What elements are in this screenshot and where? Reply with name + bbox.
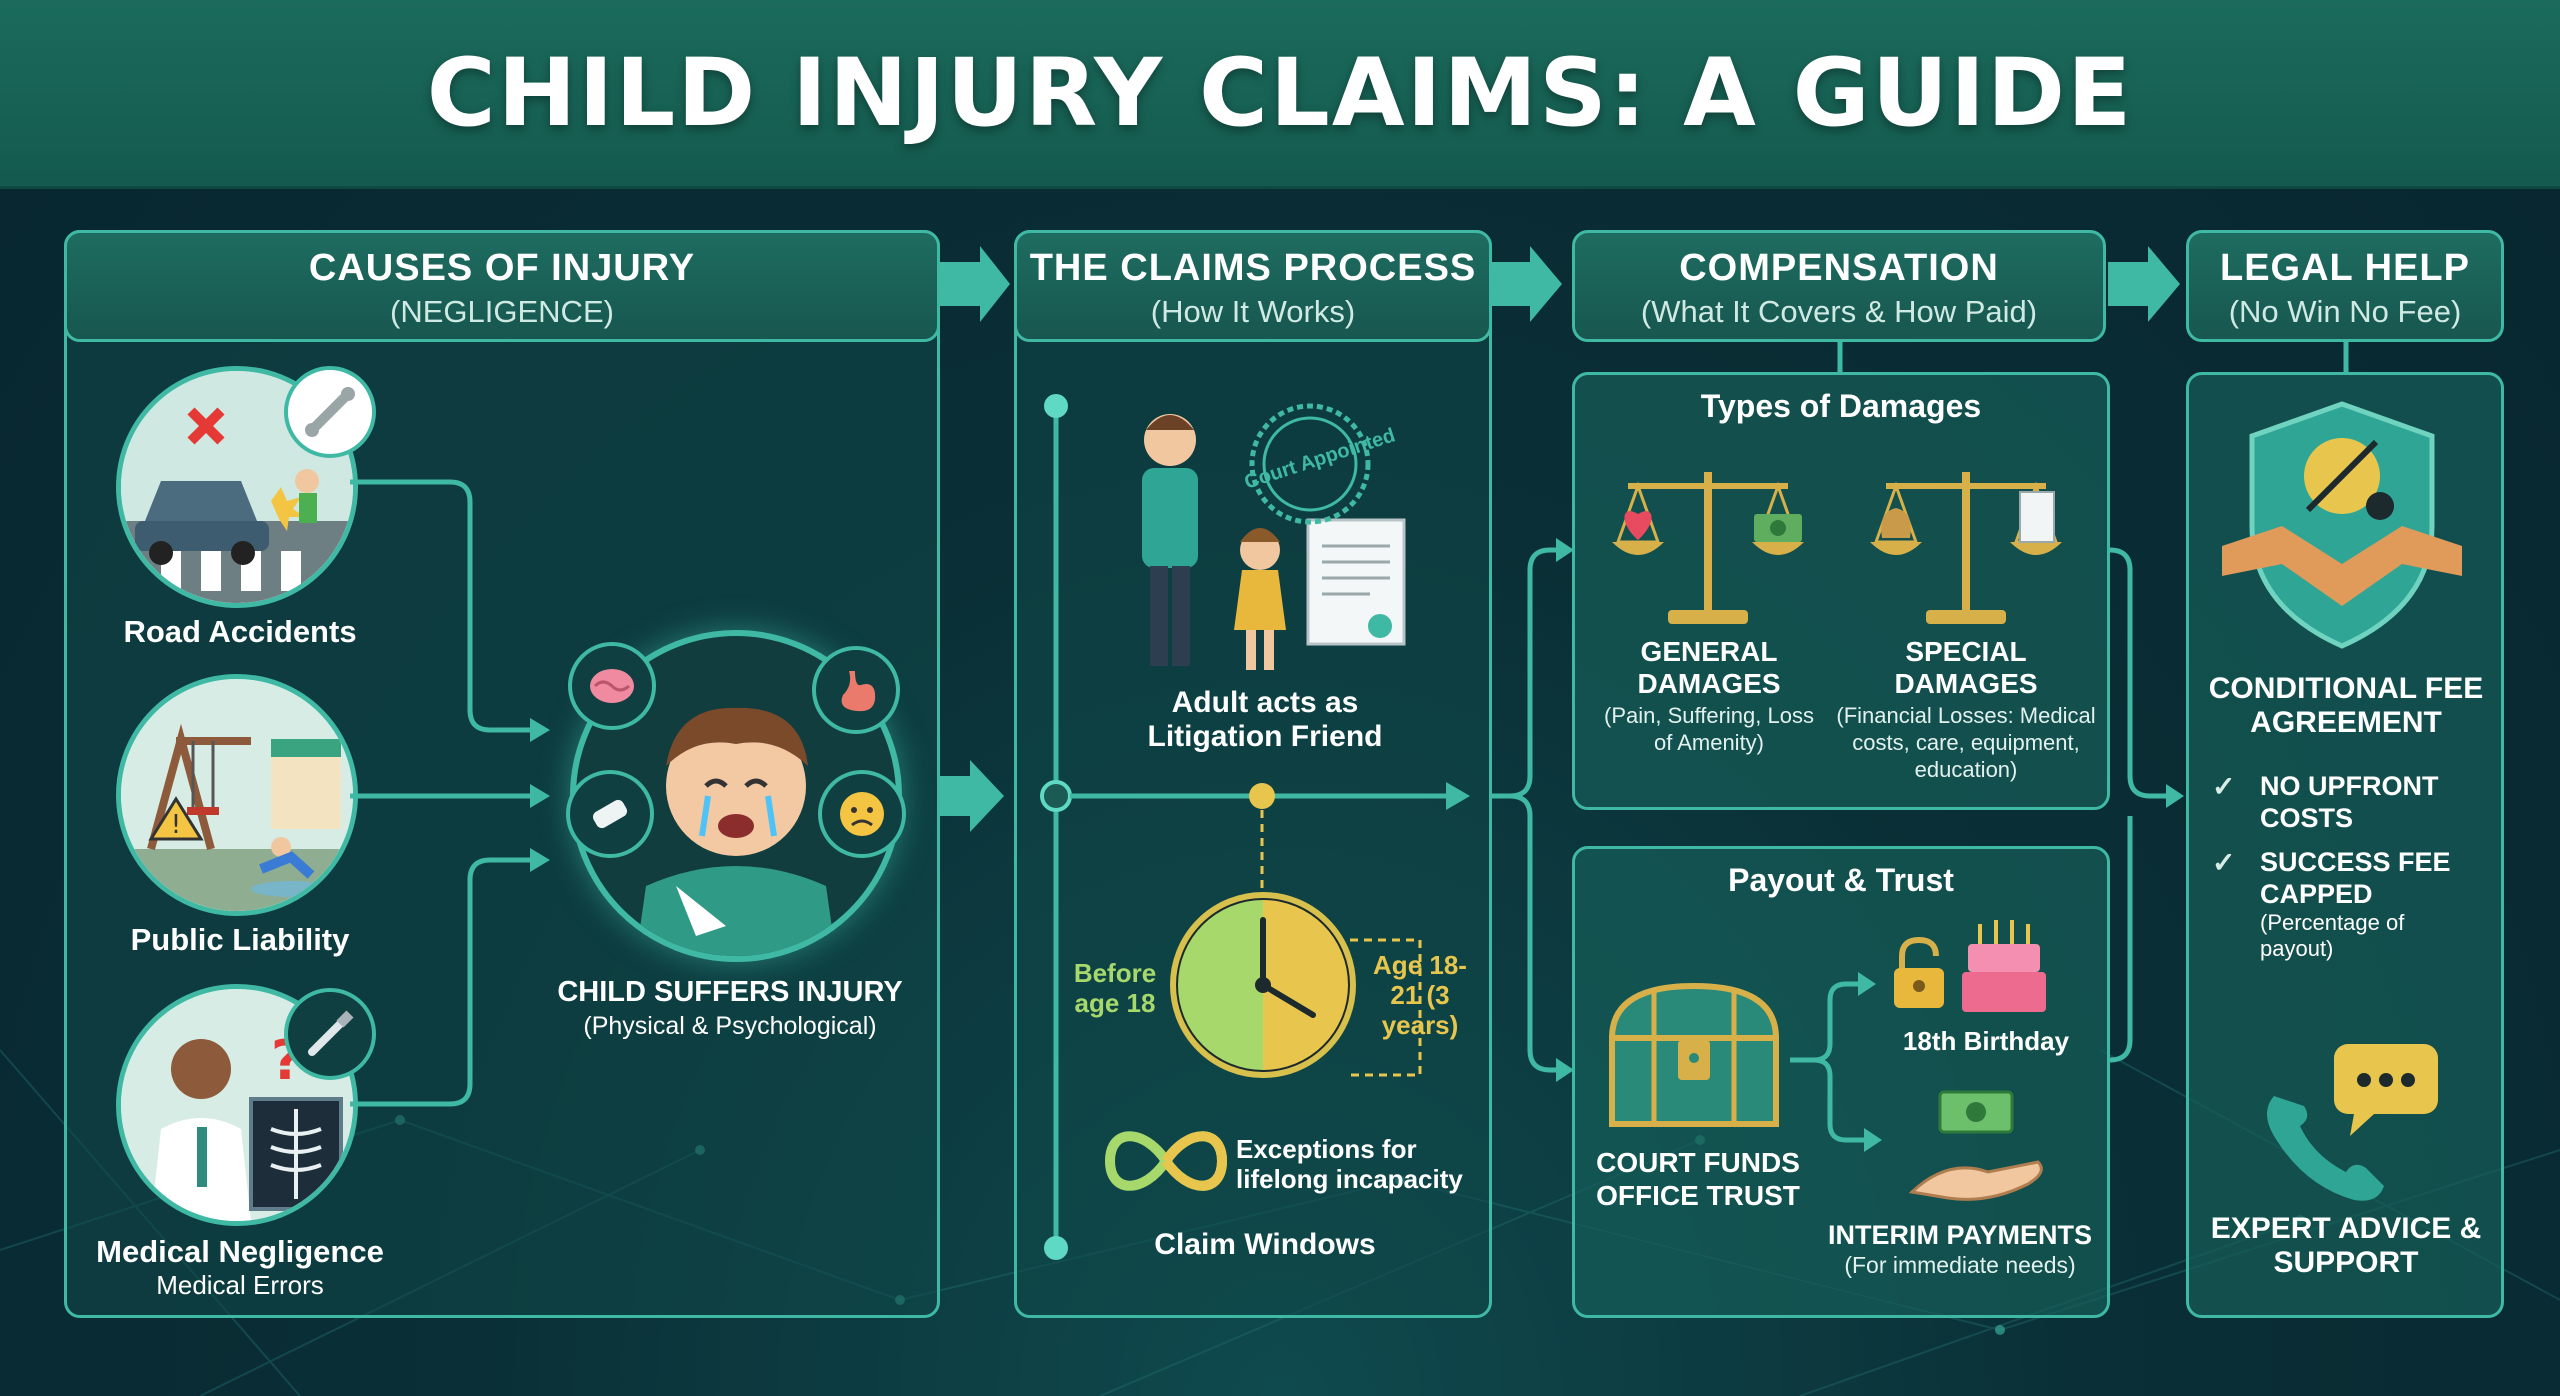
process-subheading: (How It Works) bbox=[1150, 294, 1356, 329]
payout-title: Payout & Trust bbox=[1728, 862, 1954, 898]
causes-tab: CAUSES OF INJURY (NEGLIGENCE) bbox=[64, 230, 940, 342]
phone-chat-icon bbox=[2267, 1044, 2438, 1201]
legal-subheading: (No Win No Fee) bbox=[2228, 294, 2462, 329]
before-age-label: Before age 18 bbox=[1073, 958, 1157, 1018]
svg-text:!: ! bbox=[171, 810, 181, 840]
claim-windows-label: Claim Windows bbox=[1154, 1228, 1376, 1261]
causes-heading: CAUSES OF INJURY bbox=[308, 247, 696, 289]
cause-label-medical: Medical Negligence bbox=[96, 1234, 384, 1269]
child-injury-label: CHILD SUFFERS INJURY bbox=[557, 976, 903, 1008]
check-sub-2: (Percentage of payout) bbox=[2260, 910, 2405, 961]
compensation-subheading: (What It Covers & How Paid) bbox=[1640, 294, 2038, 329]
interim-sub: (For immediate needs) bbox=[1844, 1252, 2076, 1278]
scalpel-icon bbox=[284, 988, 376, 1080]
litigation-friend-label: Adult acts as Litigation Friend bbox=[1147, 686, 1383, 753]
sad-face-icon bbox=[818, 770, 906, 858]
infinity-icon bbox=[1104, 1131, 1228, 1191]
special-damages-sub: (Financial Losses: Medical costs, care, … bbox=[1836, 703, 2096, 782]
general-damages-sub: (Pain, Suffering, Loss of Amenity) bbox=[1604, 703, 1814, 755]
cause-label-road: Road Accidents bbox=[123, 614, 357, 649]
damages-title: Types of Damages bbox=[1700, 388, 1982, 424]
age-window-label: Age 18-21 (3 years) bbox=[1373, 950, 1467, 1040]
litigation-friend-illustration bbox=[1142, 403, 1406, 670]
shield-handshake-icon bbox=[2222, 401, 2462, 649]
special-damages-title: SPECIAL DAMAGES bbox=[1894, 636, 2038, 699]
broken-bone-icon bbox=[284, 366, 376, 458]
process-tab: THE CLAIMS PROCESS (How It Works) bbox=[1014, 230, 1492, 342]
check-icon-2: ✓ bbox=[2212, 847, 2236, 878]
child-injury-sublabel: (Physical & Psychological) bbox=[583, 1012, 877, 1040]
treasure-chest-icon bbox=[1608, 982, 1780, 1127]
compensation-heading: COMPENSATION bbox=[1679, 247, 1999, 289]
compensation-tab: COMPENSATION (What It Covers & How Paid) bbox=[1572, 230, 2106, 342]
interim-label: INTERIM PAYMENTS bbox=[1827, 1220, 2093, 1250]
brain-icon bbox=[568, 642, 656, 730]
causes-subheading: (NEGLIGENCE) bbox=[390, 294, 614, 329]
trust-label: COURT FUNDS OFFICE TRUST bbox=[1596, 1147, 1800, 1211]
cause-sublabel-medical: Medical Errors bbox=[156, 1270, 324, 1300]
exceptions-label: Exceptions for lifelong incapacity bbox=[1236, 1134, 1463, 1194]
process-panel bbox=[1014, 230, 1492, 1318]
cfa-label: CONDITIONAL FEE AGREEMENT bbox=[2208, 672, 2484, 739]
legal-heading: LEGAL HELP bbox=[2220, 247, 2470, 289]
support-label: EXPERT ADVICE & SUPPORT bbox=[2210, 1212, 2482, 1279]
birthday-label: 18th Birthday bbox=[1902, 1026, 2070, 1056]
damages-panel bbox=[1572, 372, 2110, 810]
check-label-2: SUCCESS FEE CAPPED bbox=[2260, 847, 2451, 909]
hand-money-icon bbox=[1908, 1090, 2043, 1201]
padlock-icon bbox=[1894, 936, 1944, 1008]
legal-tab: LEGAL HELP (No Win No Fee) bbox=[2186, 230, 2504, 342]
check-icon-1: ✓ bbox=[2212, 771, 2236, 802]
birthday-cake-icon bbox=[1962, 920, 2046, 1012]
scales-heart-money-icon bbox=[1612, 472, 1804, 624]
header-banner: CHILD INJURY CLAIMS: A GUIDE bbox=[0, 0, 2560, 189]
cause-label-public: Public Liability bbox=[130, 922, 350, 957]
check-label-1: NO UPFRONT COSTS bbox=[2260, 771, 2439, 833]
page-title: CHILD INJURY CLAIMS: A GUIDE bbox=[426, 38, 2134, 148]
clock-icon bbox=[1170, 892, 1356, 1078]
cast-icon bbox=[566, 770, 654, 858]
general-damages-title: GENERAL DAMAGES bbox=[1637, 636, 1781, 699]
stomach-icon bbox=[812, 646, 900, 734]
process-heading: THE CLAIMS PROCESS bbox=[1029, 247, 1477, 289]
scales-bag-receipt-icon bbox=[1870, 472, 2062, 624]
